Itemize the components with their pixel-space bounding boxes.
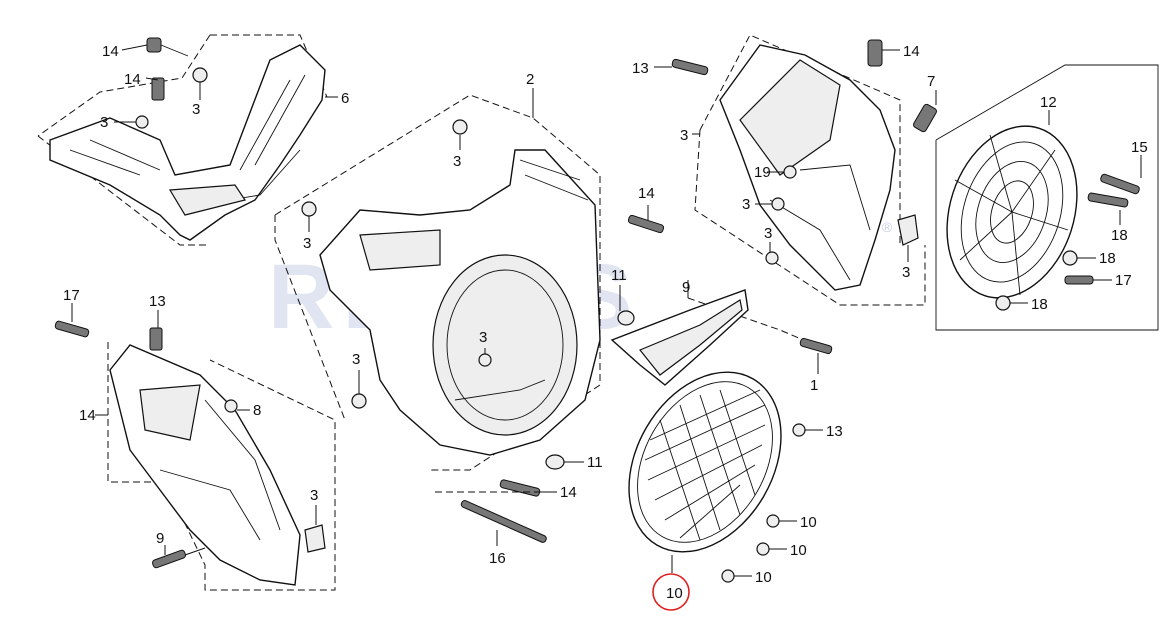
nut-3[interactable]	[224, 399, 238, 413]
part-4-screen[interactable]	[598, 345, 812, 579]
bolt-14[interactable]	[627, 214, 665, 234]
grommet-11[interactable]	[617, 310, 635, 326]
part-4-screen-group: 13 10 10 10 10	[598, 345, 843, 611]
callout-13: 13	[632, 60, 649, 77]
callout-10: 13	[826, 423, 843, 440]
callout-18: 15	[1131, 139, 1148, 156]
callout-3: 3	[352, 351, 360, 368]
nut-3[interactable]	[771, 197, 785, 211]
screw-10[interactable]	[792, 423, 806, 437]
callout-3: 3	[192, 101, 200, 118]
part-15-fan-guard-group: 12 15 18 18 17 18	[935, 64, 1159, 331]
callout-15: 12	[1040, 94, 1057, 111]
screw-10[interactable]	[766, 514, 780, 528]
screw-10[interactable]	[756, 542, 770, 556]
nut-17[interactable]	[995, 295, 1011, 311]
nut-3[interactable]	[765, 251, 779, 265]
callout-10: 10	[800, 514, 817, 531]
callout-3: 8	[253, 402, 261, 419]
callout-16: 16	[489, 550, 506, 567]
bolt-14[interactable]	[499, 479, 541, 497]
screw-10[interactable]	[721, 569, 735, 583]
clip-9[interactable]	[304, 524, 326, 553]
bolt-14[interactable]	[149, 327, 163, 351]
callout-3: 3	[453, 153, 461, 170]
bolt-14b[interactable]	[151, 77, 165, 101]
callout-12: 1	[810, 377, 818, 394]
callout-11: 11	[587, 454, 603, 471]
nut-17[interactable]	[1062, 250, 1078, 266]
bolt-14a[interactable]	[146, 37, 162, 53]
bolt-14[interactable]	[867, 39, 883, 67]
callout-18: 18	[1111, 227, 1128, 244]
nut-3[interactable]	[351, 393, 367, 409]
callout-18: 17	[1115, 272, 1132, 289]
bolt-12[interactable]	[799, 337, 833, 355]
callout-9: 3	[310, 487, 318, 504]
stud-16[interactable]	[460, 500, 547, 544]
nut-3[interactable]	[301, 201, 317, 217]
callout-14: 14	[903, 43, 920, 60]
bolt-18[interactable]	[1100, 173, 1140, 195]
part-7-cover-group: 13 14 3 7 19 3 3 3	[632, 34, 937, 306]
callout-14: 14	[102, 43, 119, 60]
shroud-opening	[432, 254, 578, 436]
callout-3: 3	[764, 225, 772, 242]
callout-3: 3	[100, 114, 108, 131]
callout-6: 6	[341, 90, 349, 107]
callout-3: 3	[742, 196, 750, 213]
part-2-fan-shroud-group: 2 3 3 14 3 11 3 3 11 14 16	[274, 71, 665, 567]
callout-14: 13	[149, 293, 166, 310]
callout-17: 18	[1031, 296, 1048, 313]
callout-10: 10	[790, 542, 807, 559]
callout-4-highlighted[interactable]: 10	[666, 585, 683, 602]
callout-13: 17	[63, 287, 80, 304]
nut-3[interactable]	[452, 119, 468, 135]
bolt-18[interactable]	[1087, 192, 1129, 208]
part-8-cover[interactable]	[109, 344, 301, 586]
bolt-13[interactable]	[671, 58, 709, 76]
screen-mesh	[644, 389, 766, 541]
part-1-deflector-group: 9 1	[610, 279, 833, 394]
callout-10: 10	[755, 569, 772, 586]
highlight-circle	[652, 573, 690, 611]
callout-19: 7	[927, 73, 935, 90]
registered-mark: ®	[882, 219, 893, 235]
callout-17: 18	[1099, 250, 1116, 267]
nut-3[interactable]	[783, 165, 797, 179]
callout-14: 14	[124, 71, 141, 88]
callout-1: 9	[682, 279, 690, 296]
callout-7: 3	[680, 127, 688, 144]
bolt-19[interactable]	[912, 103, 937, 133]
callout-9: 3	[902, 264, 910, 281]
part-6-shroud-group: 14 14 3 3 6	[37, 34, 349, 246]
callout-3: 3	[479, 329, 487, 346]
nut-3a[interactable]	[192, 67, 208, 83]
part-8-cover-group: 17 13 14 8 3 9	[54, 287, 336, 591]
part-6-shroud[interactable]	[49, 44, 326, 241]
bolt-13[interactable]	[54, 320, 90, 338]
bolt-18[interactable]	[1064, 275, 1094, 285]
callout-14: 14	[638, 185, 655, 202]
nut-3b[interactable]	[135, 115, 149, 129]
callout-3: 19	[754, 164, 771, 181]
callout-2: 2	[526, 71, 534, 88]
callout-8: 14	[79, 407, 96, 424]
callout-11: 11	[611, 267, 627, 284]
grommet-11[interactable]	[545, 454, 565, 470]
callout-3: 3	[303, 235, 311, 252]
callout-13: 9	[156, 530, 164, 547]
nut-3[interactable]	[478, 353, 492, 367]
bolt-13[interactable]	[152, 549, 187, 569]
callout-14: 14	[560, 484, 577, 501]
clip-9[interactable]	[897, 214, 919, 246]
